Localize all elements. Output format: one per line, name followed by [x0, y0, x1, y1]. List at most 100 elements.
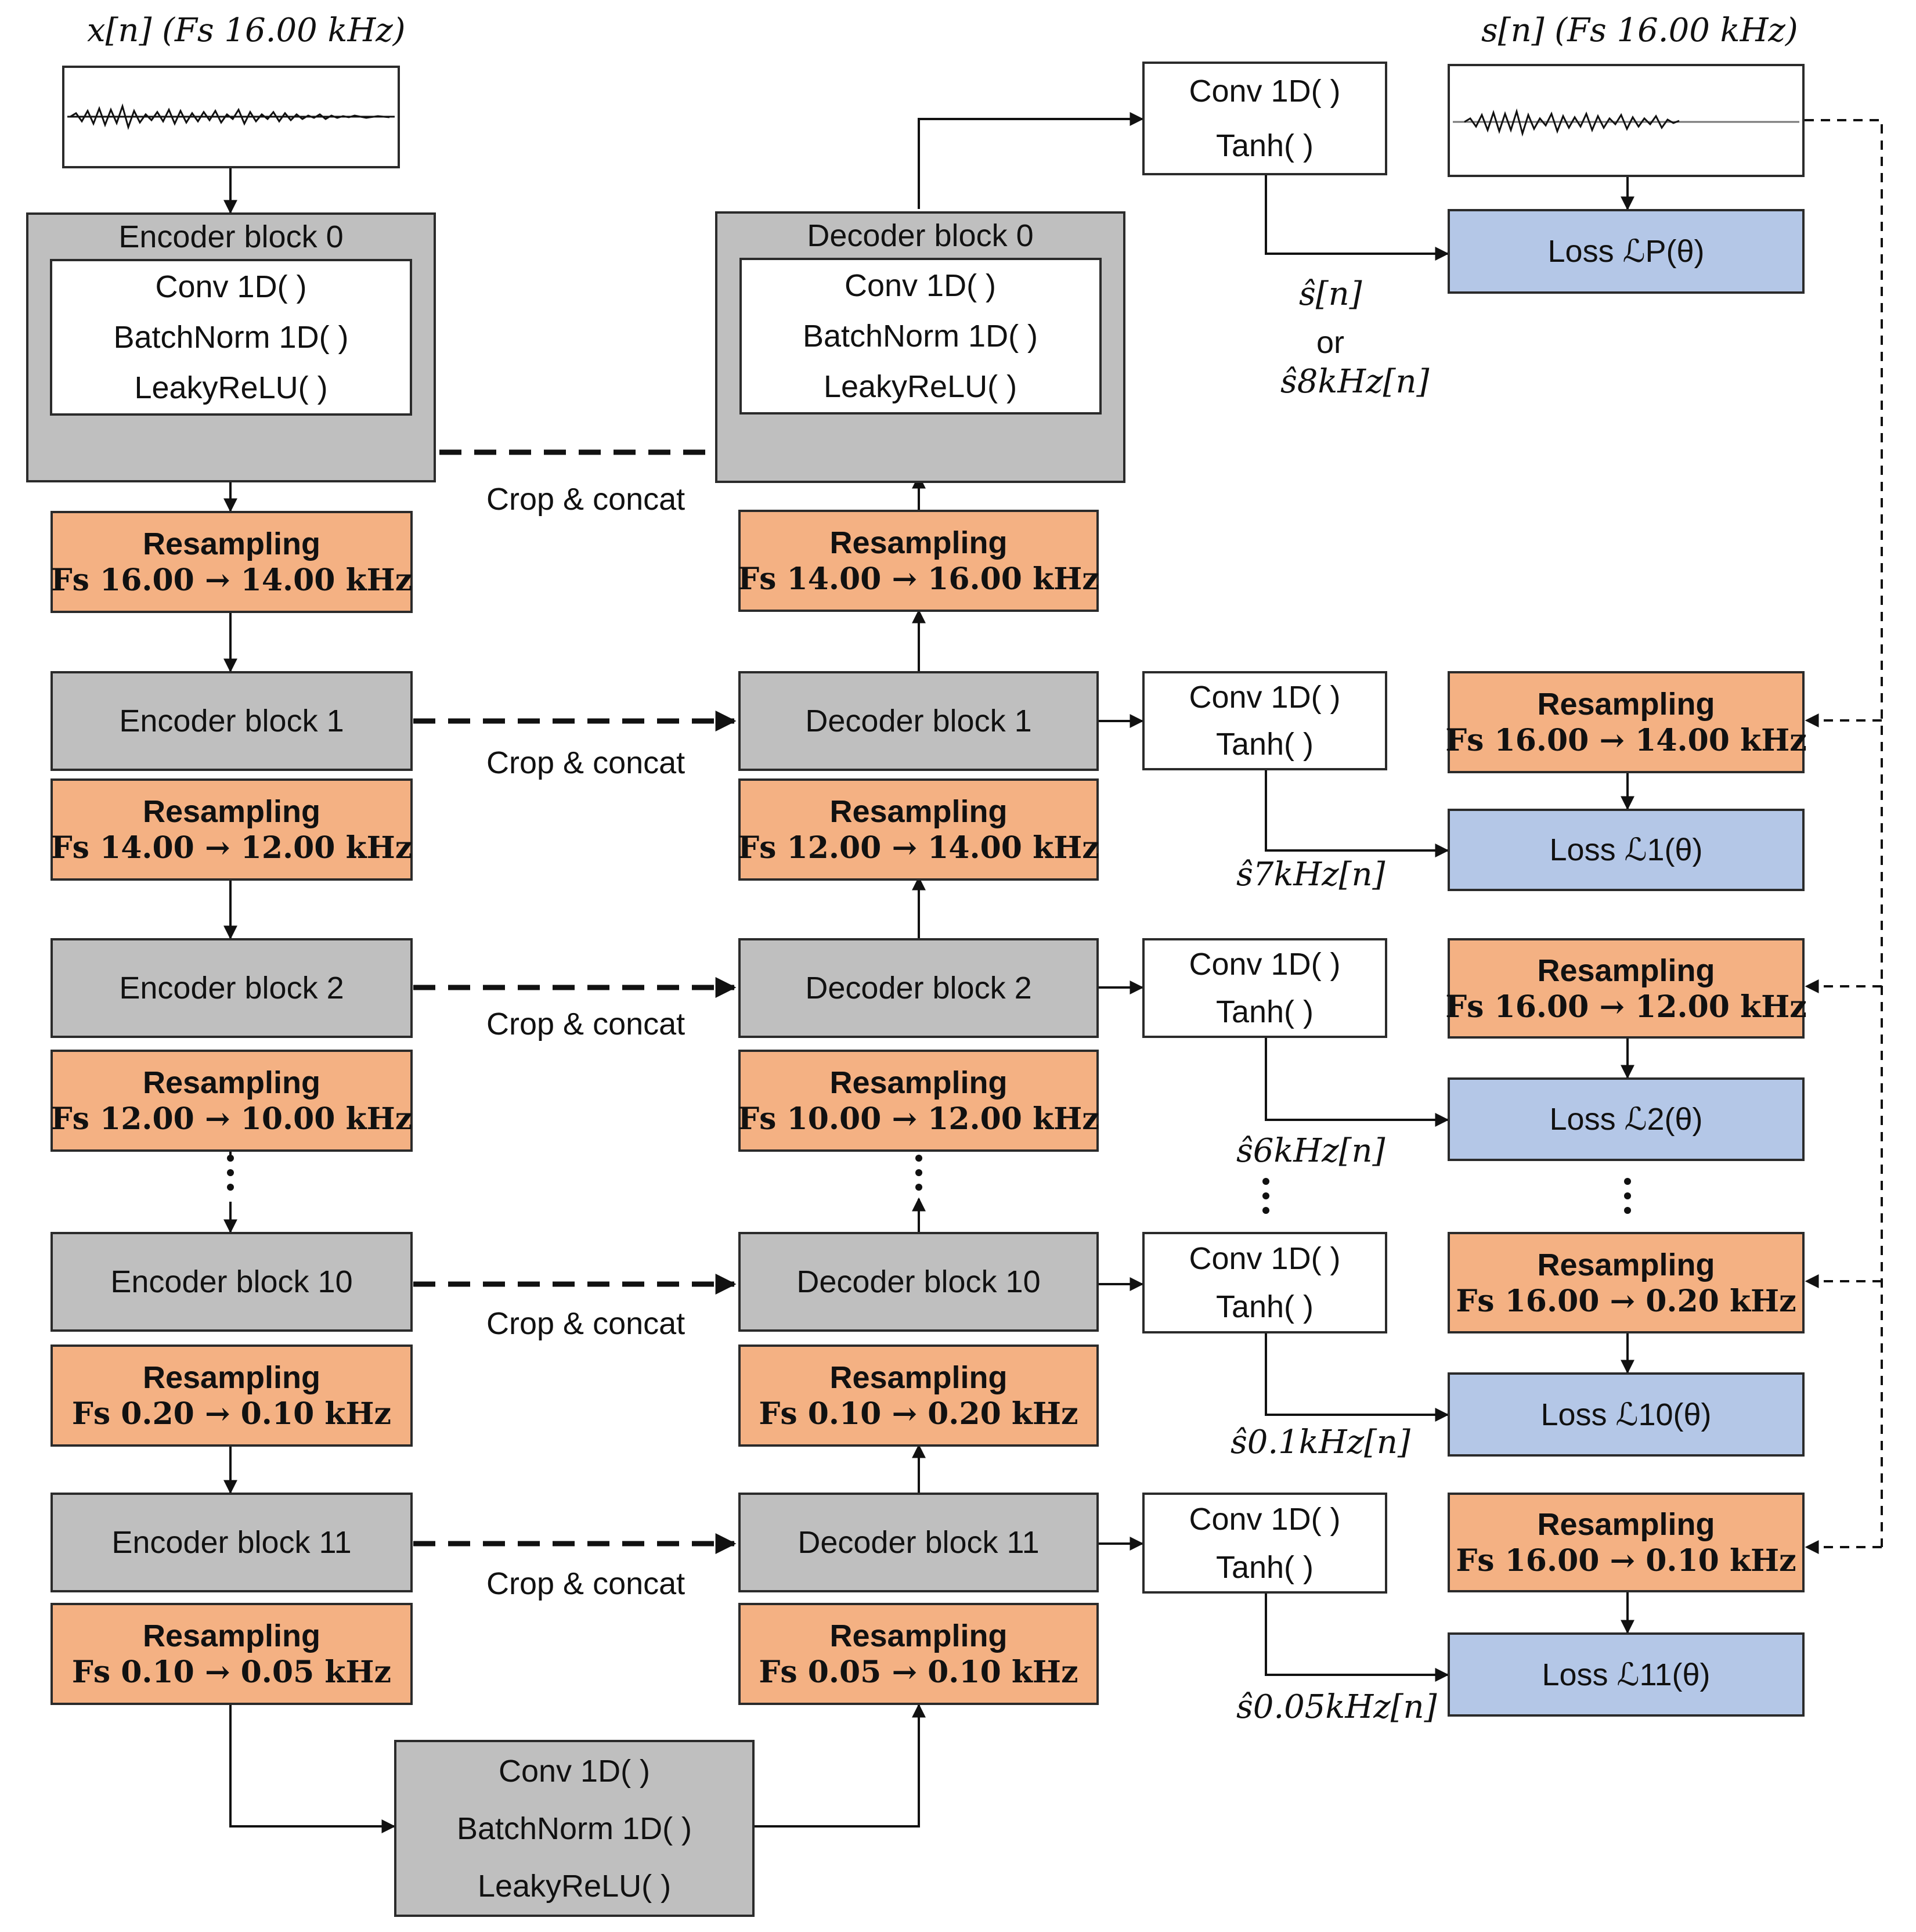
loss-2: Loss ℒ2(θ) — [1448, 1077, 1805, 1161]
encoder-block-0-ops: Conv 1D( ) BatchNorm 1D( ) LeakyReLU( ) — [50, 259, 412, 416]
head-conv: Conv 1D( ) — [1189, 1501, 1341, 1537]
resampling-title: Resampling — [829, 794, 1008, 829]
target-resampling-10: Resampling Fs 16.00 → 0.20 kHz — [1448, 1232, 1805, 1333]
loss-label: Loss ℒ2(θ) — [1549, 1102, 1703, 1137]
resampling-title: Resampling — [1537, 687, 1715, 722]
decoder-block-0-ops: Conv 1D( ) BatchNorm 1D( ) LeakyReLU( ) — [739, 258, 1102, 414]
encoder-block-label: Encoder block 10 — [110, 1264, 353, 1299]
encoder-block-label: Encoder block 11 — [111, 1525, 352, 1560]
encoder-block-11: Encoder block 11 — [50, 1493, 413, 1592]
encoder-resampling-11: Resampling Fs 0.10 → 0.05 kHz — [50, 1603, 413, 1705]
resampling-title: Resampling — [1537, 953, 1715, 988]
resampling-rate: Fs 0.05 → 0.10 kHz — [759, 1655, 1078, 1690]
head-conv: Conv 1D( ) — [1189, 679, 1341, 715]
loss-label: Loss ℒ1(θ) — [1549, 832, 1703, 867]
output-head-0: Conv 1D( ) Tanh( ) — [1142, 62, 1387, 175]
output-0p1khz-label: ŝ0.1kHz[n] — [1231, 1423, 1410, 1461]
output-or-label: or — [1316, 325, 1345, 360]
encoder-block-label: Encoder block 2 — [119, 971, 344, 1005]
encoder-block-0: Encoder block 0 Conv 1D( ) BatchNorm 1D(… — [26, 212, 436, 482]
encoder-resampling-2: Resampling Fs 12.00 → 10.00 kHz — [50, 1050, 413, 1152]
target-resampling-2: Resampling Fs 16.00 → 12.00 kHz — [1445, 938, 1807, 1039]
resampling-rate: Fs 0.20 → 0.10 kHz — [71, 1396, 392, 1432]
resampling-title: Resampling — [142, 1360, 321, 1395]
decoder-block-1: Decoder block 1 — [738, 671, 1099, 771]
decoder-resampling-11: Resampling Fs 0.05 → 0.10 kHz — [738, 1603, 1099, 1705]
loss-label: Loss ℒ11(θ) — [1542, 1657, 1711, 1692]
resampling-rate: Fs 12.00 → 10.00 kHz — [50, 1101, 413, 1137]
head-tanh: Tanh( ) — [1215, 994, 1314, 1029]
bottleneck-op-batchnorm: BatchNorm 1D( ) — [456, 1811, 692, 1846]
loss-11: Loss ℒ11(θ) — [1448, 1632, 1805, 1717]
encoder-resampling-1: Resampling Fs 14.00 → 12.00 kHz — [50, 778, 413, 881]
target-resampling-1: Resampling Fs 16.00 → 14.00 kHz — [1445, 671, 1807, 773]
decoder-block-0-title: Decoder block 0 — [807, 218, 1034, 253]
encoder-op-conv: Conv 1D( ) — [155, 269, 307, 304]
resampling-rate: Fs 12.00 → 14.00 kHz — [738, 830, 1099, 866]
encoder-block-2: Encoder block 2 — [50, 938, 413, 1038]
output-head-11: Conv 1D( ) Tanh( ) — [1142, 1493, 1387, 1594]
skip-label-0: Crop & concat — [486, 482, 685, 517]
skip-label-1: Crop & concat — [486, 745, 685, 780]
decoder-op-batchnorm: BatchNorm 1D( ) — [802, 318, 1038, 354]
resampling-title: Resampling — [142, 794, 321, 829]
encoder-block-label: Encoder block 1 — [119, 704, 344, 738]
resampling-title: Resampling — [142, 1619, 321, 1653]
resampling-rate: Fs 16.00 → 0.10 kHz — [1456, 1543, 1796, 1578]
decoder-resampling-1: Resampling Fs 12.00 → 14.00 kHz — [738, 778, 1099, 881]
decoder-block-0: Decoder block 0 Conv 1D( ) BatchNorm 1D(… — [715, 211, 1125, 483]
output-8khz-label: ŝ8kHz[n] — [1280, 363, 1430, 401]
resampling-title: Resampling — [829, 525, 1008, 560]
encoder-block-1: Encoder block 1 — [50, 671, 413, 771]
encoder-block-0-title: Encoder block 0 — [118, 219, 344, 254]
resampling-rate: Fs 0.10 → 0.20 kHz — [759, 1396, 1078, 1432]
decoder-op-conv: Conv 1D( ) — [844, 268, 997, 303]
encoder-op-leakyrelu: LeakyReLU( ) — [134, 370, 328, 406]
resampling-rate: Fs 14.00 → 16.00 kHz — [738, 561, 1099, 597]
resampling-rate: Fs 16.00 → 12.00 kHz — [1445, 989, 1807, 1025]
head-tanh: Tanh( ) — [1215, 1549, 1314, 1585]
resampling-rate: Fs 16.00 → 14.00 kHz — [50, 563, 413, 598]
encoder-op-batchnorm: BatchNorm 1D( ) — [113, 319, 349, 355]
loss-10: Loss ℒ10(θ) — [1448, 1372, 1805, 1457]
encoder-resampling-10: Resampling Fs 0.20 → 0.10 kHz — [50, 1345, 413, 1447]
decoder-block-label: Decoder block 11 — [798, 1525, 1040, 1560]
skip-label-10: Crop & concat — [486, 1306, 685, 1341]
resampling-rate: Fs 10.00 → 12.00 kHz — [738, 1101, 1099, 1137]
skip-label-11: Crop & concat — [486, 1566, 685, 1601]
head-tanh: Tanh( ) — [1215, 1289, 1314, 1325]
decoder-resampling-10: Resampling Fs 0.10 → 0.20 kHz — [738, 1345, 1099, 1447]
decoder-op-leakyrelu: LeakyReLU( ) — [823, 369, 1017, 405]
head-tanh: Tanh( ) — [1215, 128, 1314, 163]
bottleneck-op-conv: Conv 1D( ) — [498, 1753, 651, 1789]
resampling-title: Resampling — [1537, 1247, 1715, 1282]
resampling-title: Resampling — [142, 527, 321, 561]
resampling-rate: Fs 0.10 → 0.05 kHz — [71, 1655, 392, 1690]
output-main-label: ŝ[n] — [1299, 275, 1362, 313]
resampling-rate: Fs 16.00 → 0.20 kHz — [1456, 1283, 1796, 1319]
resampling-rate: Fs 16.00 → 14.00 kHz — [1445, 723, 1807, 758]
head-conv: Conv 1D( ) — [1189, 1241, 1341, 1276]
output-0p05khz-label: ŝ0.05kHz[n] — [1236, 1688, 1437, 1726]
resampling-title: Resampling — [1537, 1507, 1715, 1542]
input-signal-label: x[n] (Fs 16.00 kHz) — [87, 12, 406, 49]
bottleneck-block: Conv 1D( ) BatchNorm 1D( ) LeakyReLU( ) — [394, 1740, 755, 1917]
encoder-resampling-0: Resampling Fs 16.00 → 14.00 kHz — [50, 511, 413, 613]
resampling-title: Resampling — [142, 1065, 321, 1100]
skip-label-2: Crop & concat — [486, 1007, 685, 1041]
resampling-title: Resampling — [829, 1360, 1008, 1395]
decoder-resampling-2: Resampling Fs 10.00 → 12.00 kHz — [738, 1050, 1099, 1152]
output-head-10: Conv 1D( ) Tanh( ) — [1142, 1232, 1387, 1333]
loss-1: Loss ℒ1(θ) — [1448, 809, 1805, 891]
decoder-block-10: Decoder block 10 — [738, 1232, 1099, 1332]
bottleneck-op-leakyrelu: LeakyReLU( ) — [477, 1868, 672, 1904]
target-resampling-11: Resampling Fs 16.00 → 0.10 kHz — [1448, 1493, 1805, 1592]
head-tanh: Tanh( ) — [1215, 727, 1314, 762]
output-6khz-label: ŝ6kHz[n] — [1236, 1132, 1385, 1170]
output-head-1: Conv 1D( ) Tanh( ) — [1142, 671, 1387, 770]
decoder-block-2: Decoder block 2 — [738, 938, 1099, 1038]
target-signal-label: s[n] (Fs 16.00 kHz) — [1481, 12, 1798, 49]
loss-p: Loss ℒP(θ) — [1448, 209, 1805, 294]
decoder-block-label: Decoder block 10 — [796, 1264, 1041, 1299]
